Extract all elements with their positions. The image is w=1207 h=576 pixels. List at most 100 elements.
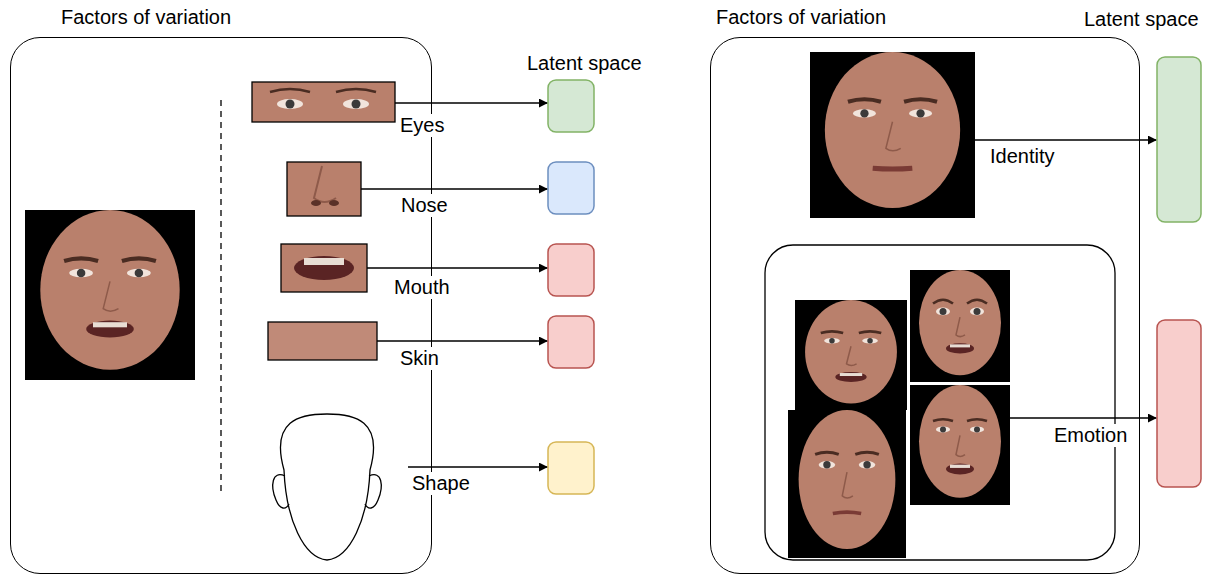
eyebrow	[933, 419, 953, 421]
pupil	[829, 338, 835, 344]
eyebrow	[859, 331, 881, 333]
panel-box: Factors of variation	[710, 37, 1140, 574]
face-skin	[825, 52, 960, 208]
eye-white	[69, 269, 93, 278]
closed-mouth	[833, 512, 861, 513]
arrow	[975, 139, 1156, 141]
pupil	[974, 426, 980, 432]
latent-code	[548, 442, 594, 494]
teeth	[304, 258, 344, 265]
arrow-label: Mouth	[392, 276, 452, 299]
eye-white	[819, 461, 836, 468]
open-mouth	[86, 321, 134, 338]
latent-code	[548, 80, 594, 132]
arrow	[367, 267, 547, 269]
column-heading: Latent space	[525, 52, 644, 75]
arrow-label: Shape	[410, 472, 472, 495]
nostril	[329, 200, 339, 206]
pupil	[867, 338, 873, 344]
crop-frame	[252, 82, 395, 122]
eye-white	[936, 308, 950, 316]
eye-white	[936, 426, 950, 432]
nose-line	[103, 281, 118, 311]
eye-white	[970, 426, 984, 432]
teeth	[950, 465, 970, 468]
latent-code	[548, 316, 594, 368]
nose-crop	[287, 162, 361, 216]
mouth-crop	[281, 244, 367, 292]
teeth	[840, 373, 862, 376]
nose-line	[956, 317, 965, 337]
pupil	[135, 269, 144, 278]
face-photo	[795, 300, 907, 410]
teeth	[950, 344, 970, 347]
eye-white	[127, 269, 151, 278]
eye-white	[277, 99, 303, 109]
eyebrow	[848, 99, 881, 101]
eyes-crop	[252, 82, 395, 122]
eyebrow	[933, 300, 953, 304]
open-mouth	[835, 372, 866, 382]
latent-code	[548, 244, 594, 296]
ear-outline	[273, 475, 289, 508]
ear-outline	[365, 475, 381, 508]
column-heading: Latent space	[1082, 8, 1201, 31]
panel-heading: Factors of variation	[61, 6, 231, 29]
latent-code	[548, 162, 594, 214]
crop-frame	[281, 244, 367, 292]
face-skin	[919, 385, 1001, 498]
eye-white	[970, 308, 984, 316]
closed-mouth	[873, 166, 913, 172]
nose-line	[847, 346, 857, 365]
eyebrow	[815, 452, 839, 454]
pupil	[823, 461, 830, 468]
eyebrow	[855, 452, 879, 454]
head-outline	[280, 414, 373, 560]
emotion-group-box	[765, 245, 1115, 560]
eye-white	[853, 109, 876, 117]
arrow	[361, 188, 547, 190]
pupil	[863, 461, 870, 468]
nose-line	[886, 122, 901, 151]
face-photo	[910, 270, 1010, 382]
teeth	[93, 322, 127, 327]
photo-background	[910, 270, 1010, 382]
photo-background	[810, 52, 975, 218]
eyebrow	[967, 300, 987, 304]
photo-background	[795, 300, 907, 410]
arrow	[377, 340, 547, 342]
eyebrow	[904, 99, 937, 101]
panel-heading: Factors of variation	[716, 6, 886, 29]
face-photo	[910, 385, 1010, 505]
arrow-label: Emotion	[1052, 424, 1129, 447]
skin-crop	[268, 322, 377, 360]
open-mouth	[946, 343, 974, 353]
eye-white	[343, 99, 369, 109]
open-mouth	[294, 256, 354, 280]
face-skin	[919, 270, 1001, 375]
eye-white	[824, 338, 840, 344]
eyebrow	[967, 419, 987, 421]
pupil	[352, 100, 361, 109]
face-skin	[799, 410, 896, 549]
divider-line	[220, 100, 221, 492]
eye-white	[862, 338, 878, 344]
eyebrow	[64, 258, 98, 261]
face-photo	[25, 210, 195, 380]
pupil	[77, 269, 86, 278]
pupil	[974, 308, 981, 315]
arrow	[1010, 417, 1156, 419]
arrow-label: Nose	[399, 194, 450, 217]
face-skin	[805, 300, 897, 403]
arrow-label: Eyes	[398, 114, 446, 137]
arrow-label: Skin	[398, 347, 441, 370]
pupil	[860, 109, 868, 117]
pupil	[940, 308, 947, 315]
eyebrow	[270, 89, 310, 92]
nose-line	[314, 166, 336, 202]
nose-line	[842, 472, 853, 498]
